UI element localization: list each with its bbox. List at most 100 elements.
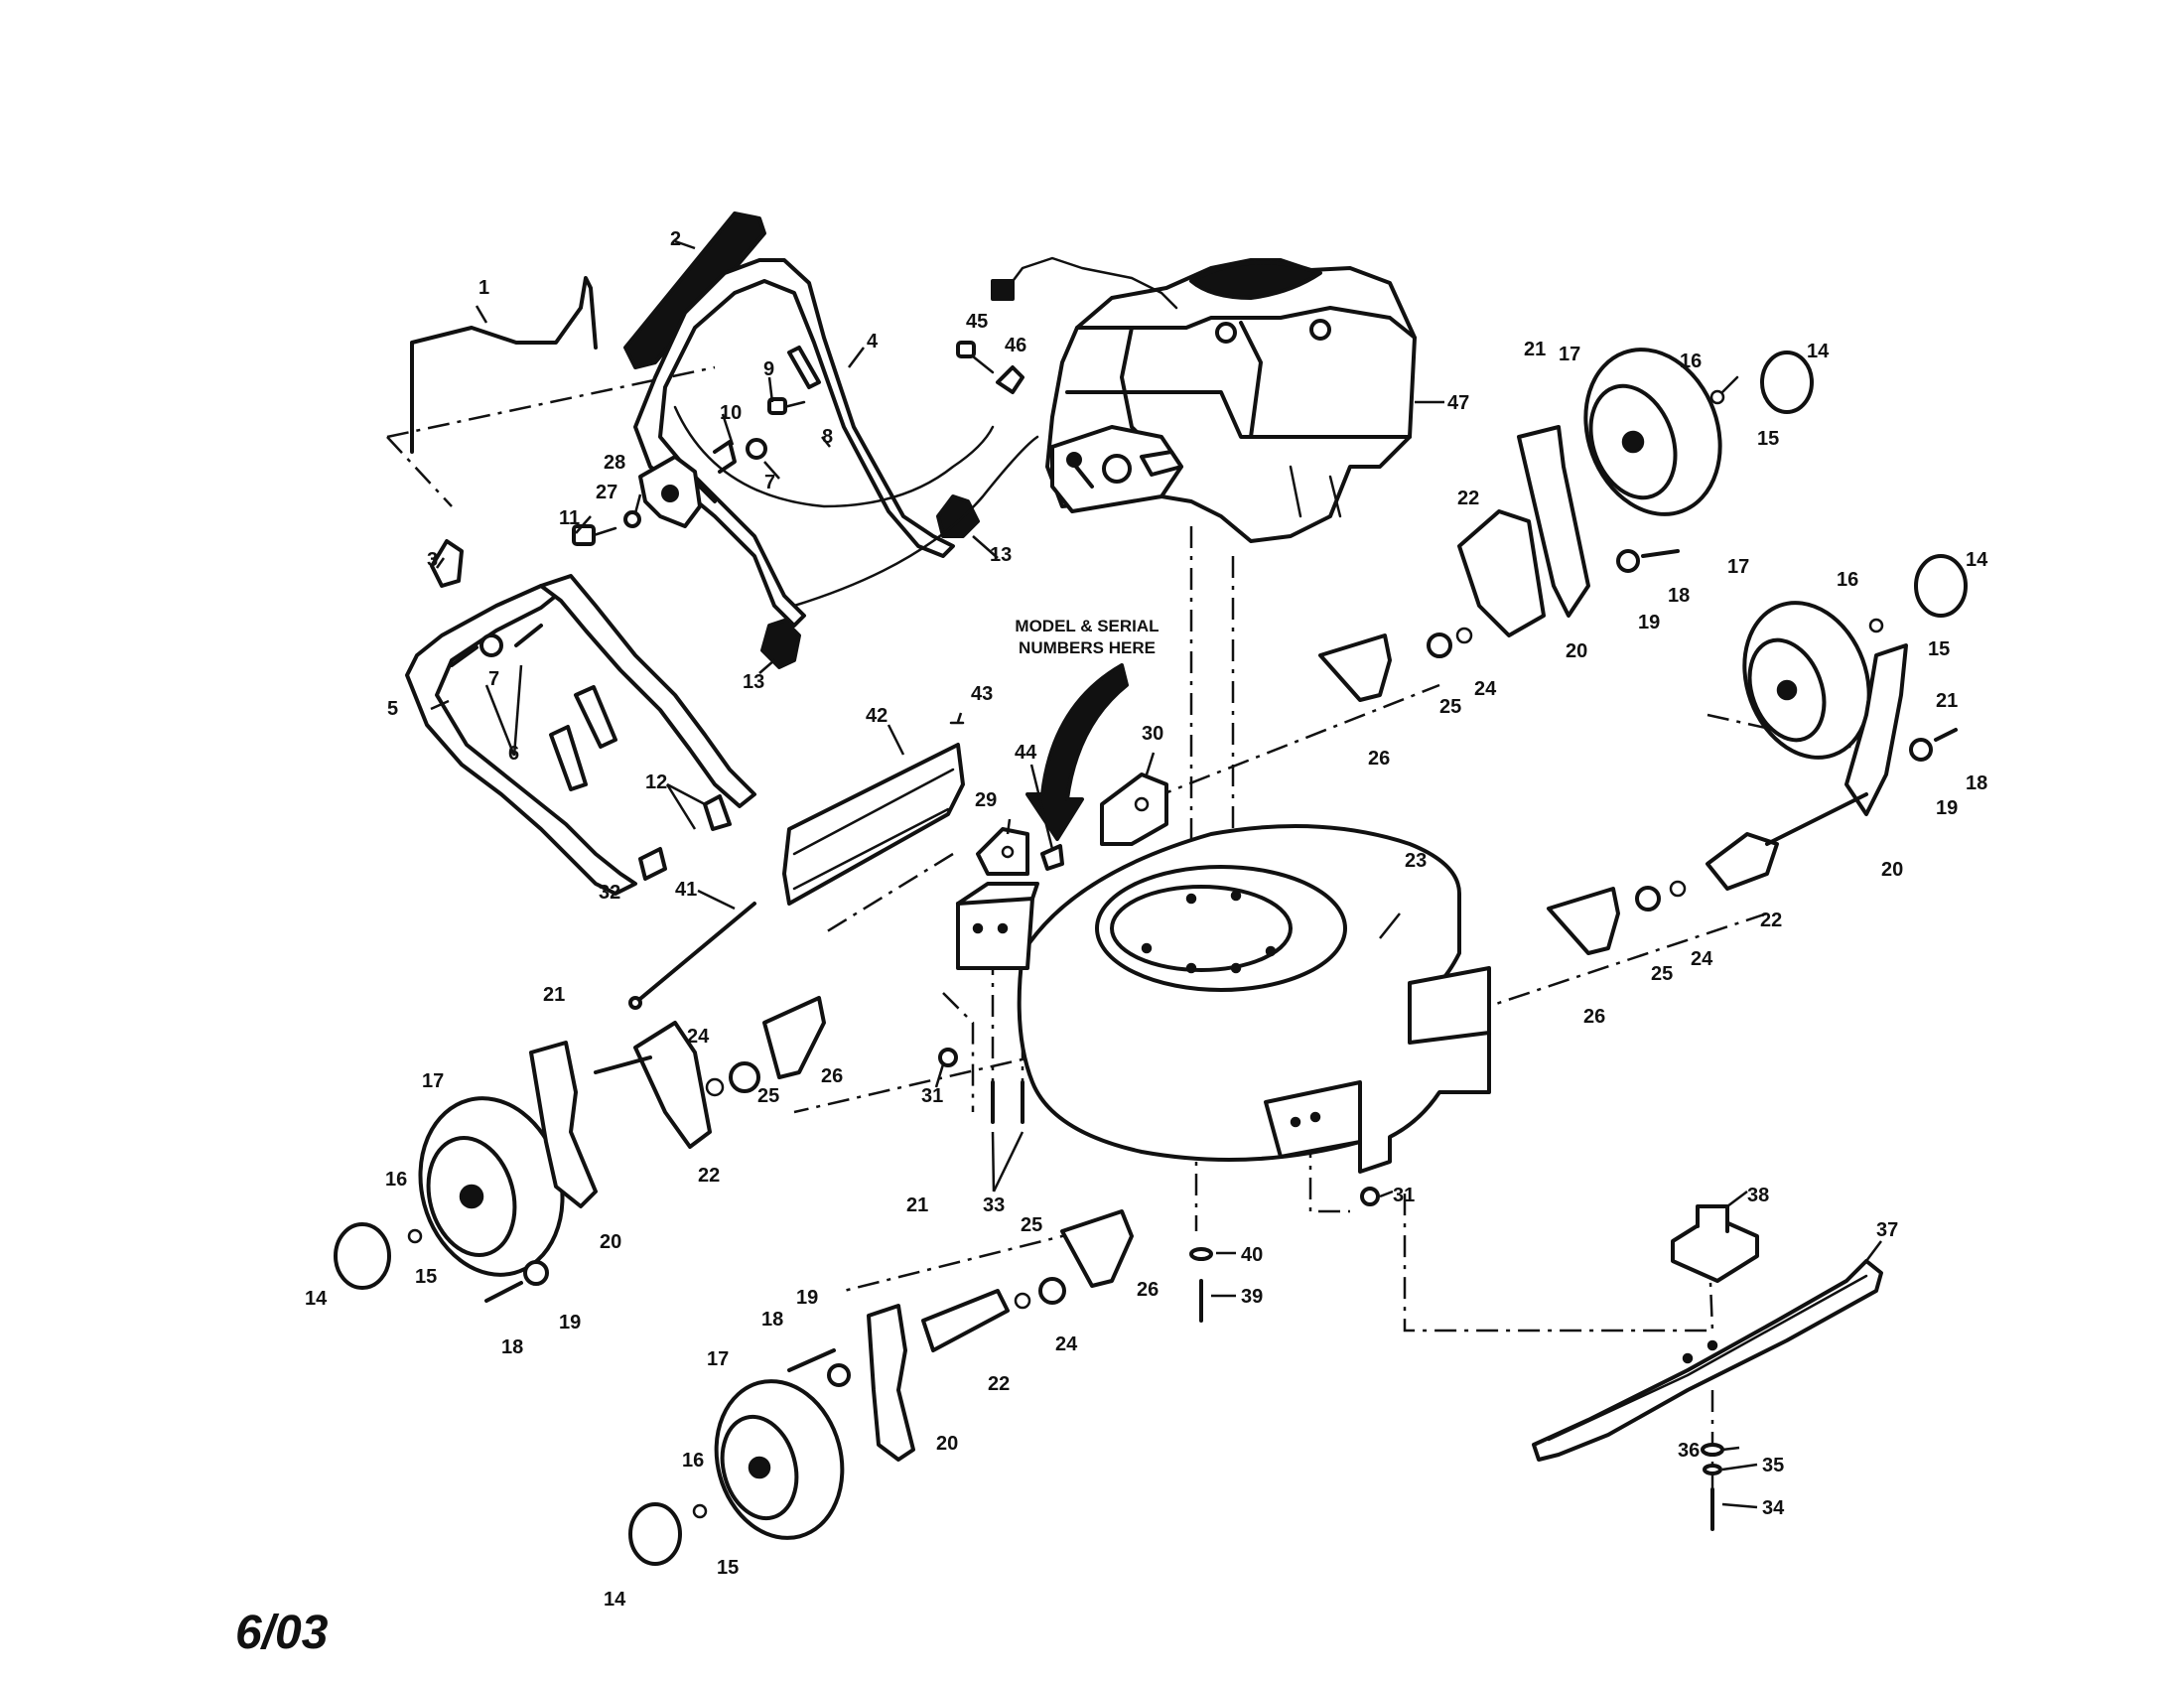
- rear-door-bracket-part: [1100, 772, 1168, 846]
- callout-31a: 31: [921, 1085, 943, 1107]
- callout-25d: 25: [1021, 1214, 1042, 1236]
- callout-38: 38: [1747, 1185, 1769, 1206]
- callout-16c: 16: [385, 1169, 407, 1191]
- callout-24c: 24: [687, 1026, 710, 1048]
- callout-15a: 15: [1757, 428, 1779, 450]
- callout-43: 43: [971, 683, 993, 705]
- callout-20b: 20: [1881, 859, 1903, 881]
- handle-knob-part-upper: [936, 494, 980, 538]
- callout-13a: 13: [990, 544, 1012, 566]
- callout-18c: 18: [501, 1336, 523, 1358]
- wheel-group-rear-lower: [1547, 554, 1968, 955]
- wheel-group-front-left: [334, 996, 826, 1303]
- model-serial-arrow: [1025, 663, 1129, 841]
- handle-assembly: [405, 211, 1039, 1010]
- date-stamp: 6/03: [235, 1607, 329, 1659]
- callout-21d: 21: [906, 1194, 928, 1216]
- callout-14d: 14: [604, 1589, 626, 1611]
- callout-25c: 25: [757, 1085, 779, 1107]
- callout-36: 36: [1678, 1440, 1700, 1462]
- callout-9: 9: [763, 358, 774, 380]
- callout-42: 42: [866, 705, 887, 727]
- callout-8: 8: [822, 426, 833, 448]
- callout-17d: 17: [707, 1348, 729, 1370]
- callout-39: 39: [1241, 1286, 1263, 1308]
- callout-2: 2: [670, 228, 681, 250]
- blade-part: [1532, 1259, 1883, 1462]
- callout-numbers: 1 2 3 4 5 6 7 7 8 9 10 11 12 13 13 14 14…: [305, 228, 1988, 1611]
- callout-25b: 25: [1651, 963, 1673, 985]
- callout-29: 29: [975, 789, 997, 811]
- blade-assembly: [1532, 1204, 1883, 1531]
- callout-20c: 20: [600, 1231, 621, 1253]
- wheel-group-front-lower: [628, 1209, 1134, 1566]
- callout-32: 32: [599, 882, 620, 904]
- callout-1: 1: [478, 277, 489, 299]
- leader-lines: [430, 239, 1882, 1509]
- callout-34: 34: [1762, 1497, 1785, 1519]
- callout-14a: 14: [1807, 341, 1830, 362]
- callout-25a: 25: [1439, 696, 1461, 718]
- callout-5: 5: [387, 698, 398, 720]
- callout-24d: 24: [1055, 1333, 1078, 1355]
- callout-23: 23: [1405, 850, 1427, 872]
- callout-7a: 7: [488, 668, 499, 690]
- deck-assembly: [782, 663, 1491, 1323]
- handle-knob-part-lower: [760, 619, 801, 669]
- callout-17b: 17: [1727, 556, 1749, 578]
- callout-16d: 16: [682, 1450, 704, 1472]
- callout-22d: 22: [988, 1373, 1010, 1395]
- callout-7b: 7: [764, 472, 775, 493]
- callout-14b: 14: [1966, 549, 1988, 571]
- callout-16b: 16: [1837, 569, 1858, 591]
- callout-18a: 18: [1668, 585, 1690, 607]
- callout-20d: 20: [936, 1433, 958, 1455]
- callout-19b: 19: [1936, 797, 1958, 819]
- callout-19a: 19: [1638, 612, 1660, 633]
- callout-21c: 21: [543, 984, 565, 1006]
- callout-20a: 20: [1566, 640, 1587, 662]
- callout-33: 33: [983, 1194, 1005, 1216]
- callout-15c: 15: [415, 1266, 437, 1288]
- callout-26a: 26: [1368, 748, 1390, 770]
- model-serial-note-line2: NUMBERS HERE: [1019, 638, 1156, 657]
- callout-12: 12: [645, 772, 667, 793]
- model-serial-note-line1: MODEL & SERIAL: [1015, 617, 1159, 635]
- bail-control-part: [410, 276, 598, 454]
- callout-22b: 22: [1760, 910, 1782, 931]
- callout-28: 28: [604, 452, 625, 474]
- engine-assembly: [956, 256, 1417, 543]
- callout-21b: 21: [1936, 690, 1958, 712]
- callout-24a: 24: [1474, 678, 1497, 700]
- callout-22c: 22: [698, 1165, 720, 1187]
- callout-22a: 22: [1457, 488, 1479, 509]
- callout-15b: 15: [1928, 638, 1950, 660]
- callout-44: 44: [1015, 742, 1037, 764]
- callout-13b: 13: [743, 671, 764, 693]
- wheel-group-rear-upper: [1318, 348, 1814, 702]
- callout-26c: 26: [821, 1065, 843, 1087]
- callout-41: 41: [675, 879, 697, 901]
- callout-45: 45: [966, 311, 988, 333]
- callout-21a: 21: [1524, 339, 1546, 360]
- callout-40: 40: [1241, 1244, 1263, 1266]
- callout-3: 3: [427, 549, 438, 571]
- callout-26b: 26: [1583, 1006, 1605, 1028]
- callout-11: 11: [559, 507, 580, 529]
- callout-4: 4: [867, 331, 879, 352]
- callout-15d: 15: [717, 1557, 739, 1579]
- callout-18b: 18: [1966, 772, 1987, 794]
- rear-flap-part: [782, 743, 965, 906]
- callout-17c: 17: [422, 1070, 444, 1092]
- callout-26d: 26: [1137, 1279, 1159, 1301]
- callout-24b: 24: [1691, 948, 1713, 970]
- rear-axle-rod-part: [633, 902, 756, 1005]
- upper-handle-part: [633, 258, 955, 628]
- cable-guide-part: [430, 539, 464, 588]
- callout-6: 6: [508, 743, 519, 765]
- lower-handle-part: [405, 584, 637, 896]
- callout-17a: 17: [1559, 344, 1580, 365]
- callout-19c: 19: [559, 1312, 581, 1333]
- callout-27: 27: [596, 482, 617, 503]
